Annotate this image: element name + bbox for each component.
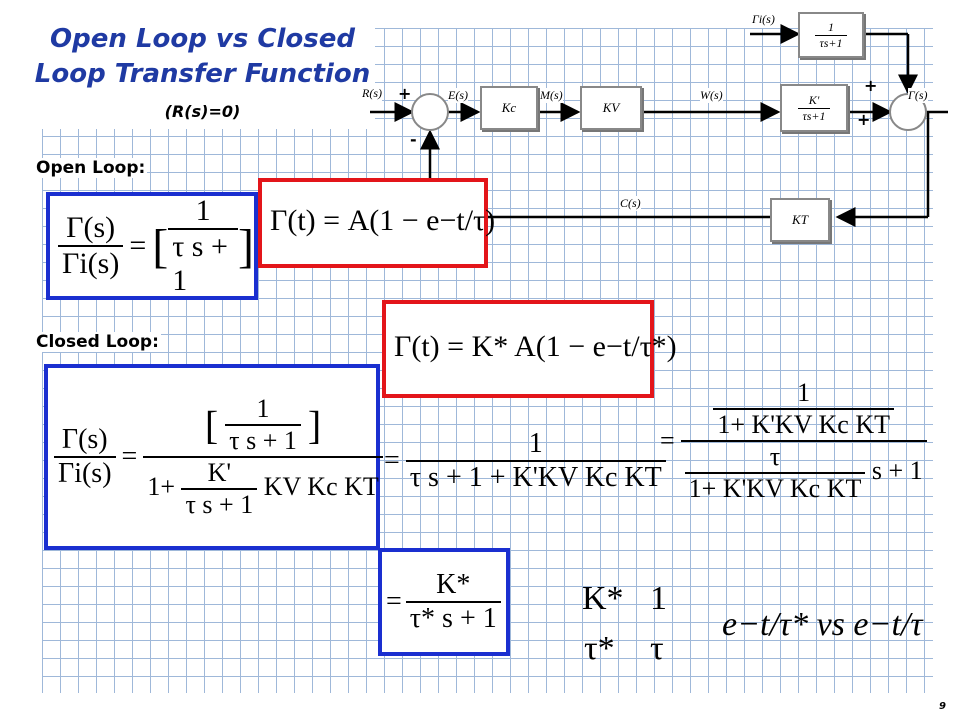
- page-number: 9: [939, 701, 946, 712]
- signal-gamma-i: Γi(s): [752, 12, 775, 27]
- sign-plus-process: +: [857, 110, 871, 129]
- title-main: Open Loop vs Closed Loop Transfer Functi…: [34, 24, 371, 89]
- block-kc: Kc: [480, 86, 538, 130]
- compare-gain-left: K*: [582, 580, 624, 617]
- open-loop-time-response: Γ(t) = A(1 − e−t/τ): [270, 204, 496, 237]
- summing-junction-error: [411, 93, 449, 131]
- title-condition: (R(s)=0): [164, 102, 241, 121]
- block-kv: KV: [580, 86, 642, 130]
- slide-title: Open Loop vs Closed Loop Transfer Functi…: [30, 22, 375, 129]
- signal-c: C(s): [620, 196, 641, 211]
- signal-w: W(s): [700, 88, 723, 103]
- closed-loop-time-response: Γ(t) = K* A(1 − e−t/τ*): [394, 330, 677, 363]
- open-loop-label: Open Loop:: [34, 158, 148, 178]
- signal-m: M(s): [540, 88, 563, 103]
- closed-loop-final-box: = K*τ* s + 1: [378, 548, 510, 656]
- closed-loop-label: Closed Loop:: [34, 332, 161, 352]
- closed-loop-time-box: Γ(t) = K* A(1 − e−t/τ*): [382, 300, 677, 398]
- compare-tau-right: τ: [650, 630, 664, 667]
- sign-minus-feedback: -: [410, 130, 417, 149]
- signal-e: E(s): [448, 88, 468, 103]
- signal-gamma: Γ(s): [908, 88, 928, 103]
- sign-plus-disturbance: +: [864, 76, 878, 95]
- signal-r: R(s): [362, 86, 382, 101]
- block-kprime-lag: K'τs+1: [780, 84, 848, 132]
- compare-exponentials: e−t/τ* vs e−t/τ: [722, 606, 923, 643]
- open-loop-time-box: Γ(t) = A(1 − e−t/τ): [258, 178, 495, 268]
- compare-tau-left: τ*: [584, 630, 615, 667]
- sign-plus-reference: +: [398, 84, 412, 103]
- compare-gain-right: 1: [650, 580, 667, 617]
- block-kt: KT: [770, 198, 830, 242]
